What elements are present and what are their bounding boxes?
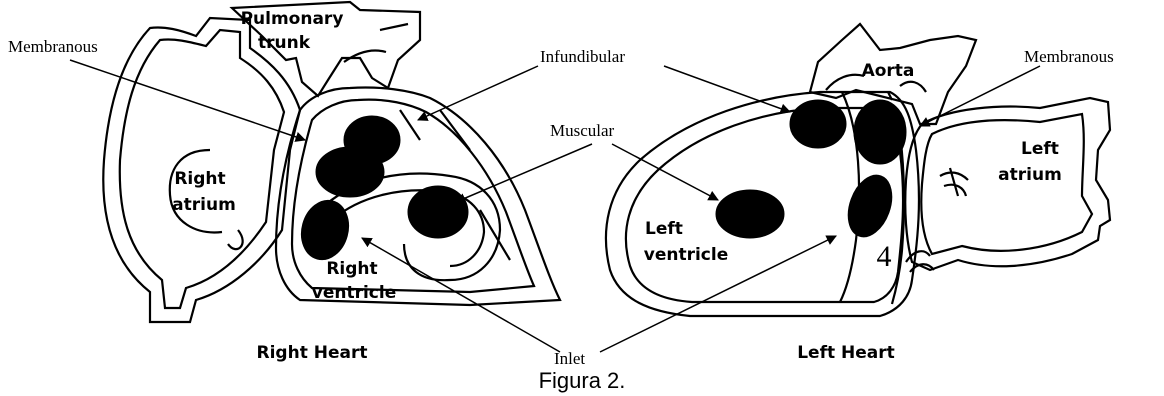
label-left-ventricle-2: ventricle <box>644 245 729 265</box>
figure-caption: Figura 2. <box>539 368 626 393</box>
callout-membranous-right: Membranous <box>1024 47 1114 66</box>
right-defect-muscular <box>408 186 468 238</box>
callout-muscular: Muscular <box>550 121 615 140</box>
arrow-membranous-left <box>70 60 305 140</box>
left-defect-muscular <box>716 190 784 238</box>
label-right-ventricle-1: Right <box>326 259 377 279</box>
left-defect-inlet <box>840 169 899 243</box>
callout-inlet: Inlet <box>554 349 585 368</box>
label-right-atrium-2: atrium <box>172 195 236 215</box>
label-number-4: 4 <box>877 240 892 273</box>
arrow-muscular-right <box>456 144 592 202</box>
arrow-membranous-right <box>920 66 1040 126</box>
pulmonary-trunk-inner <box>344 24 408 62</box>
right-defect-membranous <box>316 147 384 197</box>
right-defect-inlet <box>295 195 355 265</box>
label-pulmonary: Pulmonary <box>241 9 344 29</box>
label-aorta: Aorta <box>862 61 915 81</box>
arrow-infundibular-left <box>664 66 790 112</box>
callout-infundibular: Infundibular <box>540 47 625 66</box>
left-atrium-swirl <box>940 168 968 196</box>
arrow-infundibular-right <box>418 66 538 120</box>
label-left-ventricle-1: Left <box>645 219 683 239</box>
left-defect-membranous <box>854 100 906 164</box>
label-trunk: trunk <box>258 33 311 53</box>
right-heart-defects <box>295 116 468 265</box>
panel-title-right-heart: Right Heart <box>257 343 368 363</box>
label-right-atrium-1: Right <box>174 169 225 189</box>
label-left-atrium-2: atrium <box>998 165 1062 185</box>
panel-title-left-heart: Left Heart <box>797 343 895 363</box>
label-left-atrium-1: Left <box>1021 139 1059 159</box>
left-defect-infundibular <box>790 100 846 148</box>
callout-membranous-left: Membranous <box>8 37 98 56</box>
label-right-ventricle-2: ventricle <box>312 283 397 303</box>
